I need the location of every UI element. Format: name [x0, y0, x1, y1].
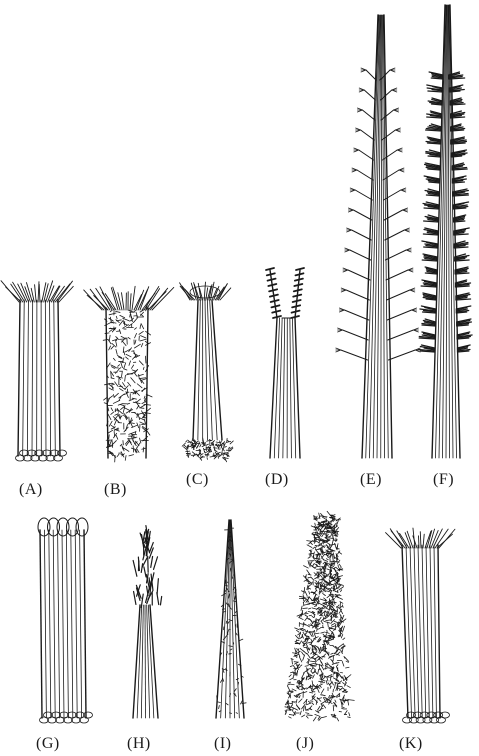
column-c	[180, 282, 234, 462]
column-i	[216, 520, 246, 718]
label-c: (C)	[186, 471, 209, 489]
label-e: (E)	[360, 471, 382, 489]
label-g: (G)	[36, 735, 60, 753]
column-d	[266, 268, 304, 458]
column-j	[285, 511, 354, 721]
label-d: (D)	[265, 471, 289, 489]
column-e	[336, 15, 420, 458]
label-j: (J)	[296, 735, 314, 753]
label-h: (H)	[127, 735, 151, 753]
label-a: (A)	[19, 481, 43, 499]
column-a	[1, 281, 73, 461]
column-k	[386, 528, 455, 723]
column-g	[38, 518, 93, 723]
label-k: (K)	[399, 735, 423, 753]
label-f: (F)	[433, 471, 454, 489]
column-h	[133, 526, 162, 718]
label-b: (B)	[104, 481, 127, 499]
column-b	[84, 286, 174, 462]
column-f	[419, 5, 472, 458]
label-i: (I)	[214, 735, 231, 753]
